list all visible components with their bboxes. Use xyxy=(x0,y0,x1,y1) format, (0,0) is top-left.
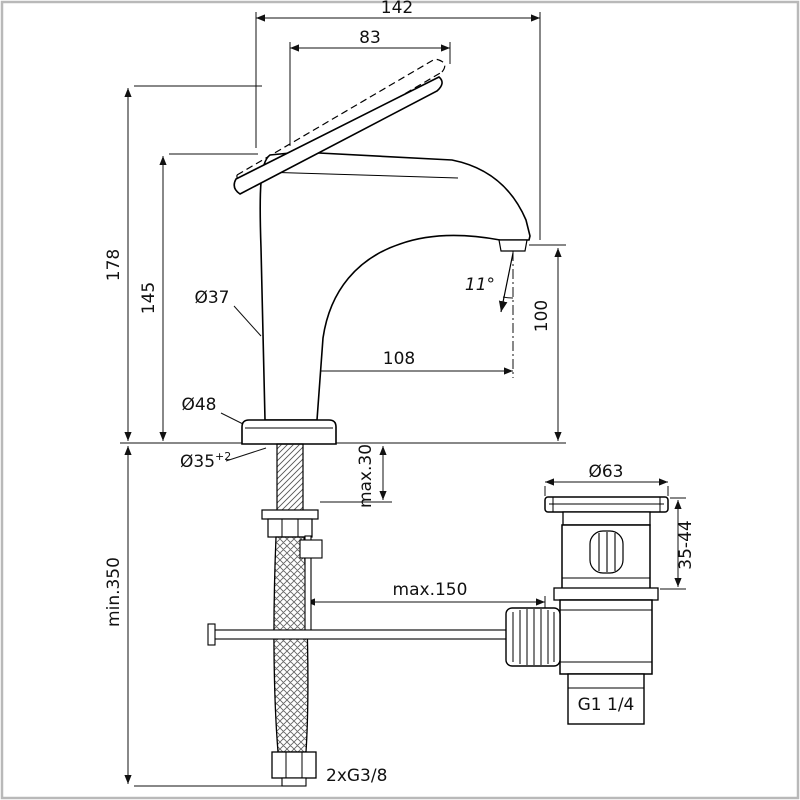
label-dim-108: 108 xyxy=(383,349,415,369)
label-dim-83: 83 xyxy=(359,28,381,48)
label-max-30: max.30 xyxy=(356,444,376,508)
drain-neck xyxy=(562,511,651,526)
label-dia-63: Ø63 xyxy=(588,462,623,482)
drain-assembly xyxy=(505,496,669,725)
drain-step-flange xyxy=(553,587,659,601)
dimension-lines xyxy=(120,12,686,787)
dimension-labels: 142 83 178 145 min.350 Ø37 Ø48 Ø35+2 108… xyxy=(104,0,696,786)
label-dim-145: 145 xyxy=(139,282,159,314)
supply-hose xyxy=(273,536,309,753)
label-stream-angle: 11° xyxy=(465,275,495,295)
knurl-texture xyxy=(512,609,555,665)
mounting-nut xyxy=(267,518,313,538)
label-dim-100: 100 xyxy=(532,300,552,332)
hose-end-stub xyxy=(281,777,307,787)
label-dia-48: Ø48 xyxy=(181,395,216,415)
faucet-drawing xyxy=(207,58,531,787)
aerator xyxy=(498,239,528,252)
drain-tailpiece xyxy=(567,673,645,725)
mounting-washer xyxy=(261,509,319,520)
label-dim-142: 142 xyxy=(381,0,413,18)
label-dim-min350: min.350 xyxy=(104,557,124,627)
drain-knurled-nut xyxy=(505,607,561,667)
label-dia-35-tolerance: +2 xyxy=(215,450,231,463)
faucet-base xyxy=(241,419,337,445)
hose-connection-nut xyxy=(271,751,317,779)
faucet-body xyxy=(259,151,531,421)
threaded-shank xyxy=(276,443,304,519)
label-thread-2xg3-8: 2xG3/8 xyxy=(326,766,387,786)
label-dia-37: Ø37 xyxy=(194,288,229,308)
rod-end-cap xyxy=(207,623,216,646)
label-dim-178: 178 xyxy=(104,249,124,281)
body-seam-line xyxy=(261,171,459,179)
faucet-handle-lever xyxy=(233,76,443,195)
rod-guide xyxy=(299,539,323,559)
label-dia-35-value: Ø35 xyxy=(180,452,215,472)
label-dia-35: Ø35+2 xyxy=(180,450,231,472)
pop-up-rod-horizontal xyxy=(211,629,509,640)
label-range-35-44: 35-44 xyxy=(676,520,696,569)
label-max-150: max.150 xyxy=(393,580,468,600)
water-stream-arrow xyxy=(498,252,514,313)
label-thread-g1-1-4: G1 1/4 xyxy=(578,695,635,715)
drain-main-body xyxy=(559,599,653,675)
